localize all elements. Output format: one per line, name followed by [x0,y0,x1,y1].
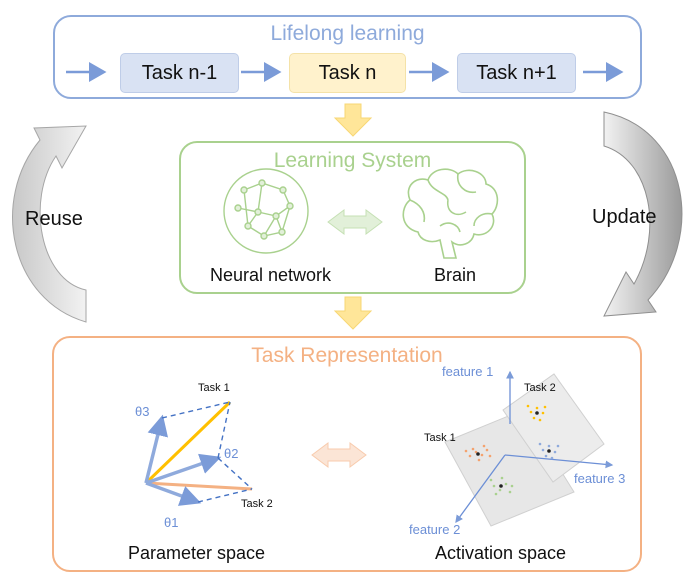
brain-icon [402,168,499,259]
lifelong-title: Lifelong learning [270,22,425,45]
act-task2-label: Task 2 [524,382,556,394]
curved-arrow-icon-left [12,125,87,323]
down-arrow-icon [333,296,373,330]
param-task2-label: Task 2 [241,498,273,510]
feature3-label: feature 3 [574,471,626,486]
task-representation-box: Task Representation [52,336,642,572]
task-n-plus-1: Task n+1 [457,53,576,93]
curved-arrow-icon-right [603,111,683,317]
reuse-label: Reuse [25,208,83,230]
task-n: Task n [289,53,406,93]
neural-network-label: Neural network [210,265,332,285]
learning-system-box: Learning System [179,141,526,294]
learning-system-title: Learning System [273,149,432,172]
theta2-label: θ2 [224,446,239,461]
down-arrow-icon [333,103,373,137]
task-n-minus-1: Task n-1 [120,53,239,93]
neural-network-icon [223,168,309,254]
feature2-label: feature 2 [409,522,461,537]
parameter-space-graphic [144,400,253,506]
activation-space-caption: Activation space [435,543,567,563]
brain-label: Brain [434,265,477,285]
act-task1-label: Task 1 [424,432,456,444]
task-representation-title: Task Representation [251,344,443,367]
update-label: Update [592,206,657,228]
activation-space-graphic [444,370,614,527]
feature1-label: feature 1 [442,364,494,379]
double-arrow-icon [327,209,383,235]
param-task1-label: Task 1 [198,382,230,394]
lifelong-learning-box: Lifelong learning [53,15,642,99]
theta1-label: θ1 [164,515,179,530]
parameter-space-caption: Parameter space [128,543,266,563]
theta3-label: θ3 [135,404,150,419]
double-arrow-icon [311,442,367,468]
